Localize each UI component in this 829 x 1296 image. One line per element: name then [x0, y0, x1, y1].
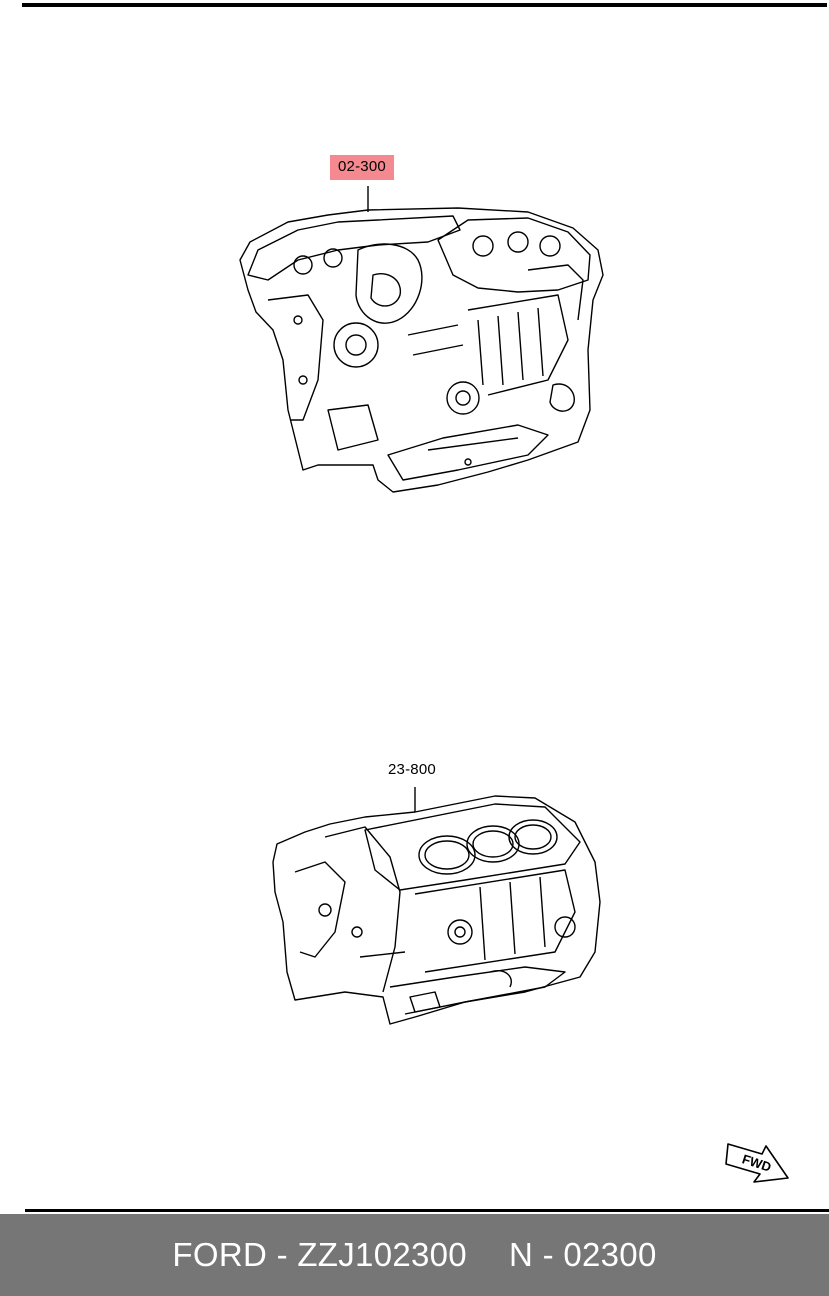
top-border-line [22, 3, 827, 7]
footer-part-number: FORD - ZZJ102300 [172, 1236, 467, 1273]
callout-cylinder-block[interactable]: 23-800 [388, 761, 436, 778]
fwd-direction-marker: FWD [722, 1128, 794, 1188]
footer-border-line [25, 1209, 829, 1212]
footer-reference: N - 02300 [508, 1236, 657, 1273]
fwd-label: FWD [740, 1151, 773, 1174]
engine-assembly-drawing [228, 180, 613, 495]
callout-engine-assembly[interactable]: 02-300 [330, 155, 394, 180]
footer-bar: FORD - ZZJ102300 N - 02300 [0, 1214, 829, 1296]
cylinder-block-drawing [265, 782, 605, 1030]
